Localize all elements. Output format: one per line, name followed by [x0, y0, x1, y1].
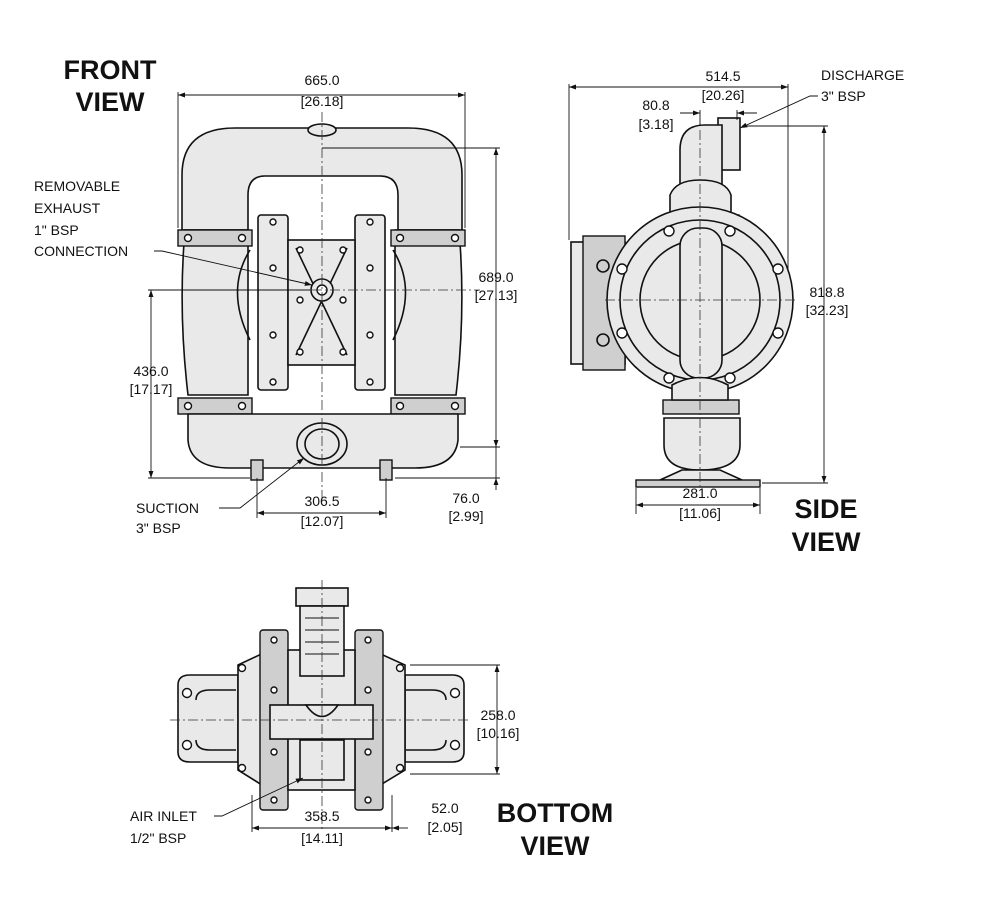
dim-exhaust-height-in: [17.17]: [130, 381, 173, 397]
dim-side-height-in: [32.23]: [806, 302, 849, 318]
callout-discharge-line2: 3" BSP: [821, 88, 866, 104]
dim-side-width-in: [20.26]: [702, 87, 745, 103]
dim-discharge-offset-in: [3.18]: [638, 116, 673, 132]
dim-base-width-mm: 281.0: [682, 485, 717, 501]
dim-front-width-in: [26.18]: [301, 93, 344, 109]
dim-bottom-depth-in: [10.16]: [477, 725, 520, 741]
dim-base-width-in: [11.06]: [679, 505, 721, 521]
dim-suction-span-in: [12.07]: [301, 513, 344, 529]
side-view: SIDE VIEW: [568, 67, 904, 557]
dim-front-width-mm: 665.0: [304, 72, 339, 88]
dim-side-width-mm: 514.5: [705, 68, 740, 84]
dim-discharge-offset-mm: 80.8: [642, 97, 669, 113]
dim-exhaust-height-mm: 436.0: [133, 363, 168, 379]
dim-bottom-span-in: [14.11]: [301, 830, 343, 846]
callout-exhaust-line2: EXHAUST: [34, 200, 101, 216]
dim-bottom-span-mm: 358.5: [304, 808, 339, 824]
callout-exhaust-line3: 1" BSP: [34, 222, 79, 238]
dim-front-height-mm: 689.0: [478, 269, 513, 285]
dim-front-height-in: [27.13]: [475, 287, 518, 303]
callout-exhaust-line4: CONNECTION: [34, 243, 128, 259]
callout-suction-line1: SUCTION: [136, 500, 199, 516]
dim-suction-height-in: [2.99]: [448, 508, 483, 524]
dim-bottom-offset-mm: 52.0: [431, 800, 458, 816]
dim-bottom-offset-in: [2.05]: [427, 819, 462, 835]
dim-side-height-mm: 818.8: [809, 284, 844, 300]
dim-bottom-depth-mm: 258.0: [480, 707, 515, 723]
front-view-title-line1: FRONT: [64, 55, 157, 85]
bottom-view-title-line2: VIEW: [520, 831, 590, 861]
callout-air-inlet-line1: AIR INLET: [130, 808, 197, 824]
side-view-title-line1: SIDE: [794, 494, 857, 524]
callout-air-inlet-line2: 1/2" BSP: [130, 830, 186, 846]
dim-suction-height-mm: 76.0: [452, 490, 479, 506]
callout-suction-line2: 3" BSP: [136, 520, 181, 536]
front-view: FRONT VIEW: [34, 55, 517, 536]
callout-exhaust-line1: REMOVABLE: [34, 178, 120, 194]
bottom-view-title-line1: BOTTOM: [497, 798, 614, 828]
front-view-title-line2: VIEW: [75, 87, 145, 117]
callout-discharge-line1: DISCHARGE: [821, 67, 904, 83]
bottom-view: BOTTOM VIEW: [130, 580, 613, 861]
side-view-title-line2: VIEW: [791, 527, 861, 557]
dim-suction-span-mm: 306.5: [304, 493, 339, 509]
